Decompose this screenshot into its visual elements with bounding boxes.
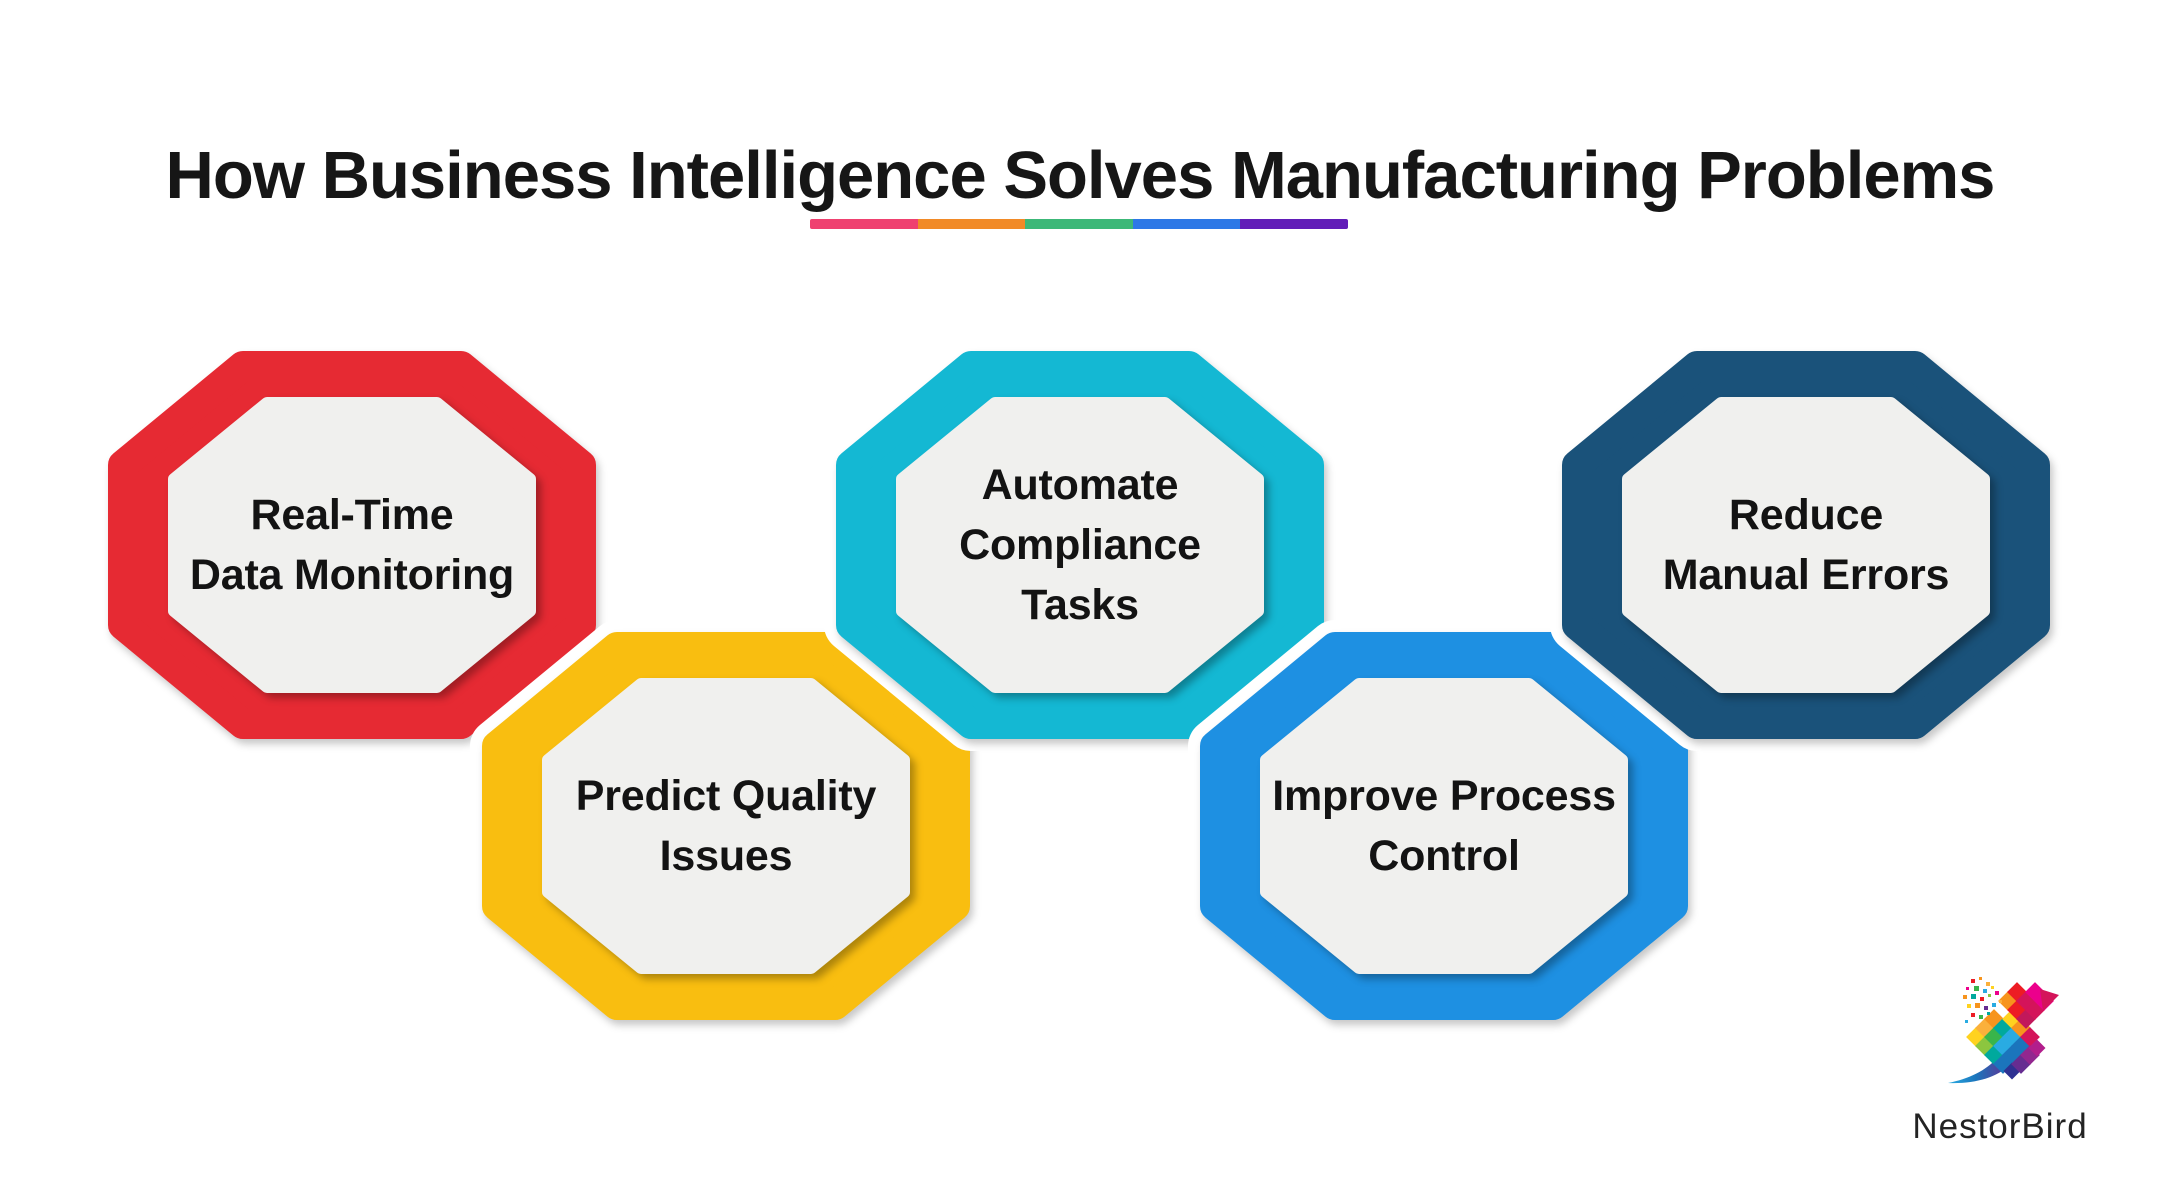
- octagon-shape: [470, 620, 982, 1032]
- title-divider: [810, 219, 1348, 229]
- label-line: Control: [1368, 832, 1520, 880]
- octagon-predict-quality-issues: Predict Quality Issues: [466, 616, 986, 1036]
- octagon-automate-compliance-tasks: Automate Compliance Tasks: [820, 335, 1340, 755]
- label-line: Manual Errors: [1662, 551, 1950, 599]
- octagon-label: Automate Compliance Tasks: [959, 455, 1201, 635]
- divider-segment-orange: [917, 219, 1026, 229]
- octagon-inner: [896, 397, 1264, 693]
- divider-segment-pink: [810, 219, 918, 229]
- octagon-shape: [1188, 620, 1700, 1032]
- label-line: Reduce: [1728, 491, 1884, 539]
- label-line: Predict Quality: [575, 772, 877, 820]
- octagon-label: Real-Time Data Monitoring: [190, 485, 514, 605]
- page-title: How Business Intelligence Solves Manufac…: [165, 137, 1996, 213]
- octagon-shape: [824, 339, 1336, 751]
- label-line: Improve Process: [1272, 772, 1616, 820]
- divider-segment-purple: [1240, 219, 1348, 229]
- octagon-shape: [96, 339, 608, 751]
- octagon-inner: [168, 397, 536, 693]
- octagon-reduce-manual-errors: Reduce Manual Errors: [1546, 335, 2066, 755]
- octagon-improve-process-control: Improve Process Control: [1184, 616, 1704, 1036]
- octagon-inner: [1622, 397, 1990, 693]
- label-line: Automate: [981, 461, 1179, 509]
- divider-segment-blue: [1132, 219, 1241, 229]
- octagon-label: Improve Process Control: [1272, 766, 1616, 886]
- octagon-shape: [1550, 339, 2062, 751]
- octagon-inner: [542, 678, 910, 974]
- label-line: Tasks: [1021, 581, 1139, 629]
- brand-name: NestorBird: [1912, 1107, 2088, 1146]
- label-line: Compliance: [959, 521, 1201, 569]
- divider-segment-green: [1025, 219, 1133, 229]
- brand-logo: NestorBird: [1900, 975, 2100, 1147]
- label-line: Real-Time: [250, 491, 454, 539]
- octagon-label: Predict Quality Issues: [575, 766, 877, 886]
- octagon-real-time-data-monitoring: Real-Time Data Monitoring: [92, 335, 612, 755]
- nestorbird-logo-icon: [1948, 977, 2059, 1084]
- label-line: Data Monitoring: [189, 551, 515, 599]
- octagon-inner: [1260, 678, 1628, 974]
- label-line: Issues: [659, 832, 793, 880]
- octagon-label: Reduce Manual Errors: [1663, 485, 1950, 605]
